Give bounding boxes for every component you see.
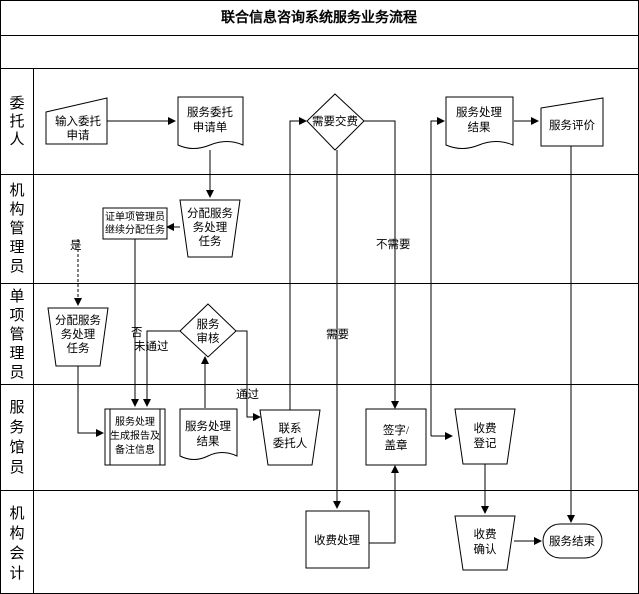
diagram-title: 联合信息咨询系统服务业务流程 — [221, 9, 417, 26]
svg-text:服: 服 — [9, 399, 24, 416]
edge-label-yes: 是 — [70, 239, 82, 252]
lane-label-staff: 服 务 馆 员 — [9, 399, 24, 476]
node-service-eval: 服务评价 — [540, 97, 604, 147]
svg-text:务处理: 务处理 — [61, 327, 96, 341]
svg-text:收费处理: 收费处理 — [314, 533, 360, 547]
svg-text:员: 员 — [9, 460, 24, 476]
svg-text:员: 员 — [9, 259, 24, 275]
svg-text:务: 务 — [9, 419, 24, 436]
node-sign-seal: 签字/ 盖章 — [365, 408, 427, 466]
node-result-doc-staff: 服务处理 结果 — [179, 408, 238, 460]
node-review: 服务 审核 — [179, 303, 237, 358]
svg-text:服务处理: 服务处理 — [115, 415, 155, 428]
svg-text:服务: 服务 — [197, 317, 220, 331]
svg-text:联系: 联系 — [279, 421, 302, 435]
svg-text:务处理: 务处理 — [193, 220, 228, 234]
edge-labels: 是 否 未通过 通过 不需要 需要 — [70, 238, 411, 401]
svg-text:机: 机 — [9, 182, 24, 199]
svg-text:签字/: 签字/ — [383, 423, 410, 437]
svg-text:构: 构 — [9, 525, 24, 542]
node-service-request: 服务委托 申请单 — [177, 96, 244, 149]
lane-label-client: 委 托 人 — [9, 95, 24, 148]
svg-text:需要交费: 需要交费 — [312, 114, 358, 128]
edge-label-not-needed: 不需要 — [376, 238, 411, 251]
node-cert-manager: 证单项管理员 继续分配任务 — [102, 207, 168, 240]
svg-text:人: 人 — [9, 131, 24, 148]
svg-text:分配服务: 分配服务 — [55, 313, 101, 327]
svg-text:分配服务: 分配服务 — [187, 206, 233, 220]
svg-text:盖章: 盖章 — [385, 438, 408, 452]
svg-text:服务结束: 服务结束 — [549, 534, 595, 548]
svg-text:输入委托: 输入委托 — [55, 114, 101, 128]
edges — [74, 117, 575, 545]
svg-text:备注信息: 备注信息 — [115, 443, 155, 456]
svg-text:构: 构 — [9, 201, 24, 218]
node-fee-confirm: 收费 确认 — [454, 515, 516, 571]
lane-label-agency-manager: 机 构 管 理 员 — [9, 182, 24, 275]
svg-text:任务: 任务 — [67, 341, 90, 355]
node-result-doc-top: 服务处理 结果 — [445, 96, 514, 149]
lane-label-item-manager: 单 项 管 理 员 — [9, 288, 24, 381]
svg-text:证单项管理员: 证单项管理员 — [105, 210, 165, 223]
node-fee-process: 收费处理 — [305, 510, 370, 569]
svg-text:理: 理 — [9, 240, 24, 256]
svg-text:继续分配任务: 继续分配任务 — [105, 223, 165, 236]
edge-label-needed: 需要 — [326, 328, 349, 341]
svg-text:收费: 收费 — [474, 421, 497, 435]
svg-text:会: 会 — [9, 545, 24, 562]
node-input-entrust: 输入委托 申请 — [45, 97, 108, 145]
svg-text:托: 托 — [9, 113, 24, 130]
edge-review-to-report — [143, 330, 180, 407]
svg-text:委托人: 委托人 — [273, 436, 308, 450]
edge-assignitem-to-report — [77, 366, 104, 437]
edge-feeprocess-to-sign — [369, 465, 399, 544]
edge-label-no: 否 — [131, 327, 143, 339]
node-need-fee: 需要交费 — [306, 93, 365, 151]
svg-text:理: 理 — [9, 346, 24, 362]
svg-text:计: 计 — [9, 565, 24, 582]
svg-text:服务委托: 服务委托 — [187, 105, 233, 119]
svg-text:审核: 审核 — [197, 331, 220, 345]
lane-label-accountant: 机 构 会 计 — [9, 505, 24, 582]
svg-text:申请单: 申请单 — [193, 121, 228, 134]
edge-label-not-passed: 未通过 — [134, 340, 169, 353]
svg-text:登记: 登记 — [474, 436, 497, 450]
svg-text:管: 管 — [9, 326, 24, 343]
edge-contact-to-needfee — [289, 117, 307, 410]
svg-text:员: 员 — [9, 365, 24, 381]
svg-text:管: 管 — [9, 220, 24, 237]
node-fee-register: 收费 登记 — [454, 408, 516, 465]
svg-text:确认: 确认 — [474, 543, 497, 556]
edge-label-passed: 通过 — [236, 388, 259, 401]
node-assign-agency: 分配服务 务处理 任务 — [179, 199, 241, 258]
svg-text:结果: 结果 — [468, 121, 491, 134]
svg-text:项: 项 — [9, 307, 24, 324]
svg-text:单: 单 — [9, 288, 24, 305]
node-generate-report: 服务处理 生成报告及 备注信息 — [104, 408, 166, 466]
edge-review-to-contact — [236, 330, 261, 421]
svg-text:生成报告及: 生成报告及 — [110, 429, 160, 442]
svg-text:申请: 申请 — [67, 129, 90, 142]
svg-text:馆: 馆 — [9, 439, 24, 456]
svg-text:结果: 结果 — [197, 435, 220, 448]
svg-text:任务: 任务 — [199, 234, 222, 248]
svg-text:服务处理: 服务处理 — [185, 419, 231, 433]
svg-text:服务处理: 服务处理 — [456, 105, 502, 119]
node-contact-client: 联系 委托人 — [259, 409, 321, 466]
svg-text:机: 机 — [9, 505, 24, 522]
svg-text:服务评价: 服务评价 — [549, 118, 595, 132]
edge-needfee-to-sign — [364, 120, 399, 409]
svg-text:收费: 收费 — [474, 527, 497, 541]
node-service-end: 服务结束 — [542, 523, 603, 559]
edge-sign-to-result — [430, 117, 445, 436]
node-assign-item: 分配服务 务处理 任务 — [47, 307, 109, 367]
svg-text:委: 委 — [9, 95, 24, 112]
